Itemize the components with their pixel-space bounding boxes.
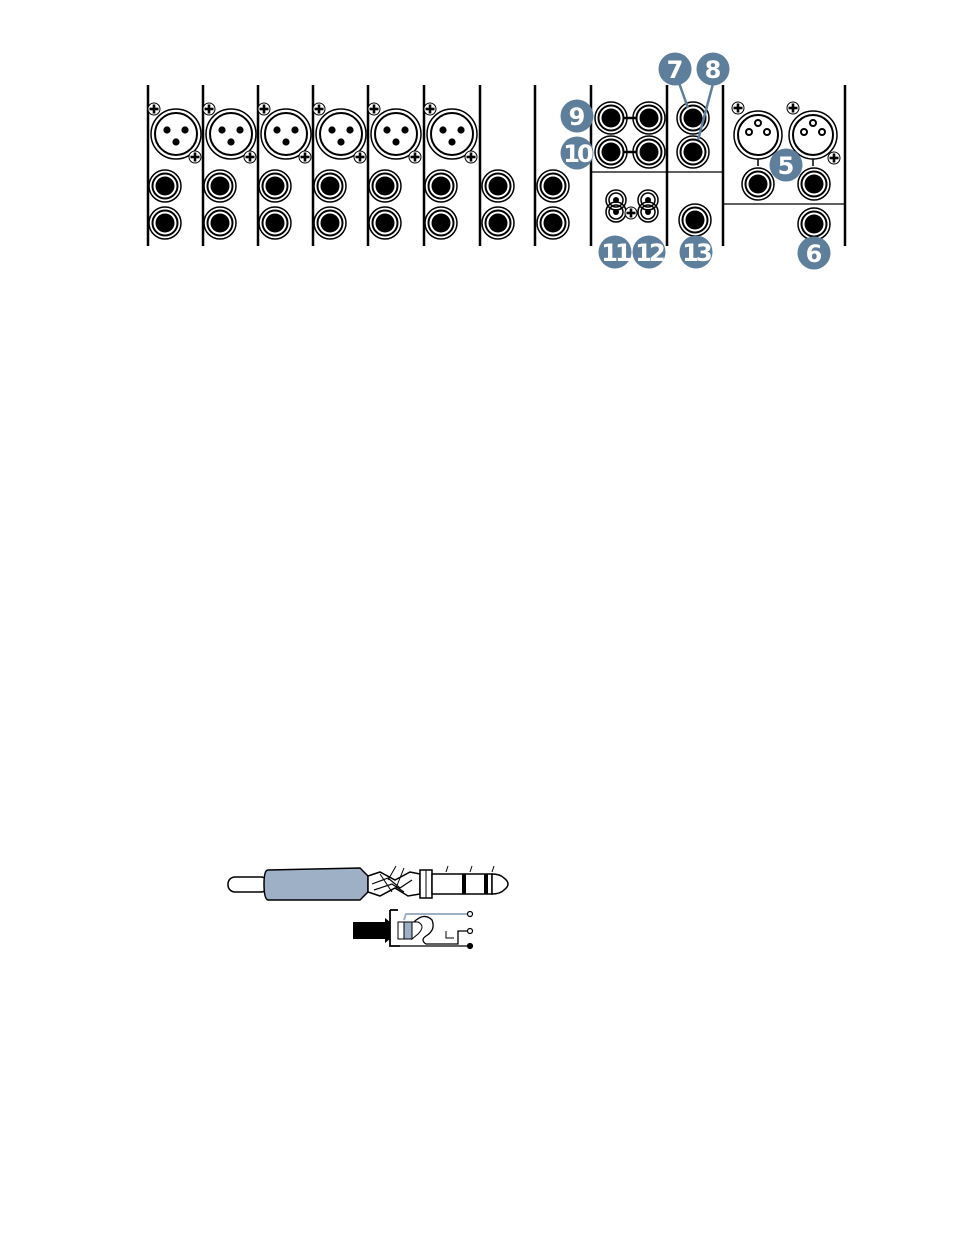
plug-tip — [492, 874, 508, 894]
trs-plug — [228, 866, 508, 900]
plug-sleeve — [264, 868, 368, 900]
trs-jack-schematic — [353, 910, 473, 949]
